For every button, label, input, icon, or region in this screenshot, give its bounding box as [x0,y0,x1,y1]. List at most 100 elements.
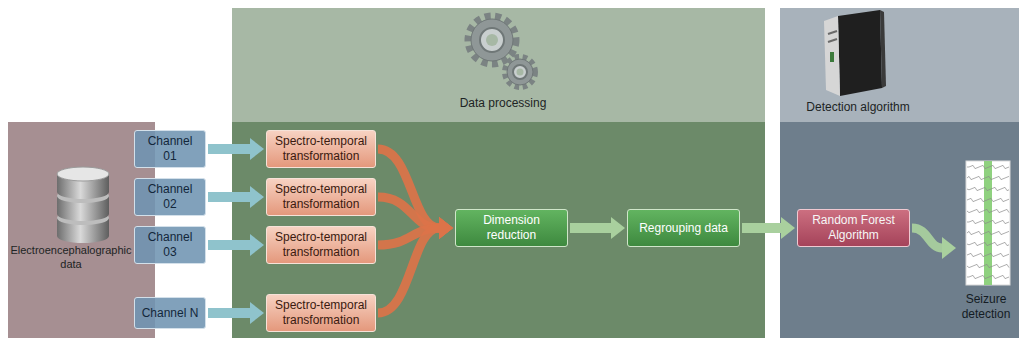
drawing-part [967,264,1009,267]
drawing-part [471,19,513,61]
drawing-part [967,253,1009,256]
connector-arrow [742,217,795,239]
arrow-head [439,217,453,239]
eeg-panel-fill [8,122,155,338]
processing-bottom-fill [232,122,765,338]
connector-arrow [912,228,956,259]
drawing-part [486,34,498,46]
box-label: Regrouping data [639,221,728,236]
channel-box: Channel N [134,297,206,329]
process-box: Dimension reduction [455,209,568,247]
arrow-head [439,217,453,239]
arrow-head [250,138,264,160]
connector-arrow [570,217,625,239]
drawing-part [507,59,533,85]
detection-panel: Detection algorithmRandom Forest Algorit… [780,8,1019,338]
eeg-panel: Electroencephalographic data [8,122,155,338]
arrow-head [439,217,453,239]
channel-box: Channel 01 [134,130,206,168]
connector-line [208,240,250,250]
drawing-part [828,31,837,34]
connector-arrow [208,138,264,160]
connector-line [570,223,611,233]
box-label: Spectro-temporal transformation [273,298,369,328]
connector-arrow [378,217,453,313]
process-box: Spectro-temporal transformation [266,178,376,216]
drawing-part [57,167,109,181]
drawing-part [967,220,1009,223]
processing-top-fill [232,8,765,122]
gears-icon [468,16,535,87]
drawing-part [967,231,1009,234]
arrow-head [250,302,264,324]
drawing-part [468,16,516,64]
drawing-part [966,161,1010,285]
detection-bottom-fill [780,122,1019,338]
channel-box: Channel 03 [134,226,206,264]
eeg-trace-picture [958,160,1016,286]
drawing-part [967,242,1009,245]
connector-arrow [378,217,453,245]
process-box: Spectro-temporal transformation [266,294,376,332]
drawing-part [505,57,535,87]
drawing-part [513,65,527,79]
panel-title: Electroencephalographic data [10,244,132,272]
arrow-head [942,237,956,259]
channel-box: Channel 02 [134,178,206,216]
drawing-part [830,52,834,62]
process-box: Spectro-temporal transformation [266,226,376,264]
box-label: Random Forest Algorithm [804,213,903,243]
arrow-head [781,217,795,239]
box-label: Spectro-temporal transformation [273,230,369,260]
drawing-part [967,275,1009,278]
box-label: Dimension reduction [462,213,561,243]
connector-line [378,149,439,228]
drawing-part [967,209,1009,212]
box-label: Spectro-temporal transformation [273,182,369,212]
arrow-head [439,217,453,239]
connector-arrow [378,149,453,239]
drawing-part [967,165,1009,168]
box-label: Channel 03 [141,230,199,260]
drawing-part [967,176,1009,179]
computer-icon [824,10,886,96]
arrow-head [250,186,264,208]
drawing-part [517,69,524,76]
output-label: Seizure detection [952,292,1019,322]
box-label: Channel 02 [141,182,199,212]
output-figure: Seizure detection [958,160,1016,336]
algorithm-box: Random Forest Algorithm [797,209,910,247]
connector-arrow [208,234,264,256]
box-label: Spectro-temporal transformation [273,134,369,164]
processing-panel: Data processingSpectro-temporal transfor… [232,8,765,338]
panel-title: Detection algorithm [783,100,933,115]
drawing-part [880,10,886,88]
drawing-part [480,28,504,52]
connector-line [208,308,250,318]
arrow-head [611,217,625,239]
connector-line [742,223,781,233]
drawing-part [838,10,882,96]
connector-line [378,197,439,228]
detection-top-fill [780,8,1019,122]
process-box: Spectro-temporal transformation [266,130,376,168]
connector-arrow [208,186,264,208]
process-box: Regrouping data [627,209,740,247]
database-icon [57,167,109,243]
drawing-part [824,16,840,96]
drawing-part [967,198,1009,201]
connector-line [912,228,942,248]
drawing-part [967,187,1009,190]
box-label: Channel N [142,306,199,321]
connector-line [208,144,250,154]
connector-arrow [208,302,264,324]
panel-title: Data processing [403,96,603,111]
connector-line [378,228,439,313]
arrow-head [250,234,264,256]
box-label: Channel 01 [141,134,199,164]
drawing-part [828,39,837,42]
connector-line [208,192,250,202]
